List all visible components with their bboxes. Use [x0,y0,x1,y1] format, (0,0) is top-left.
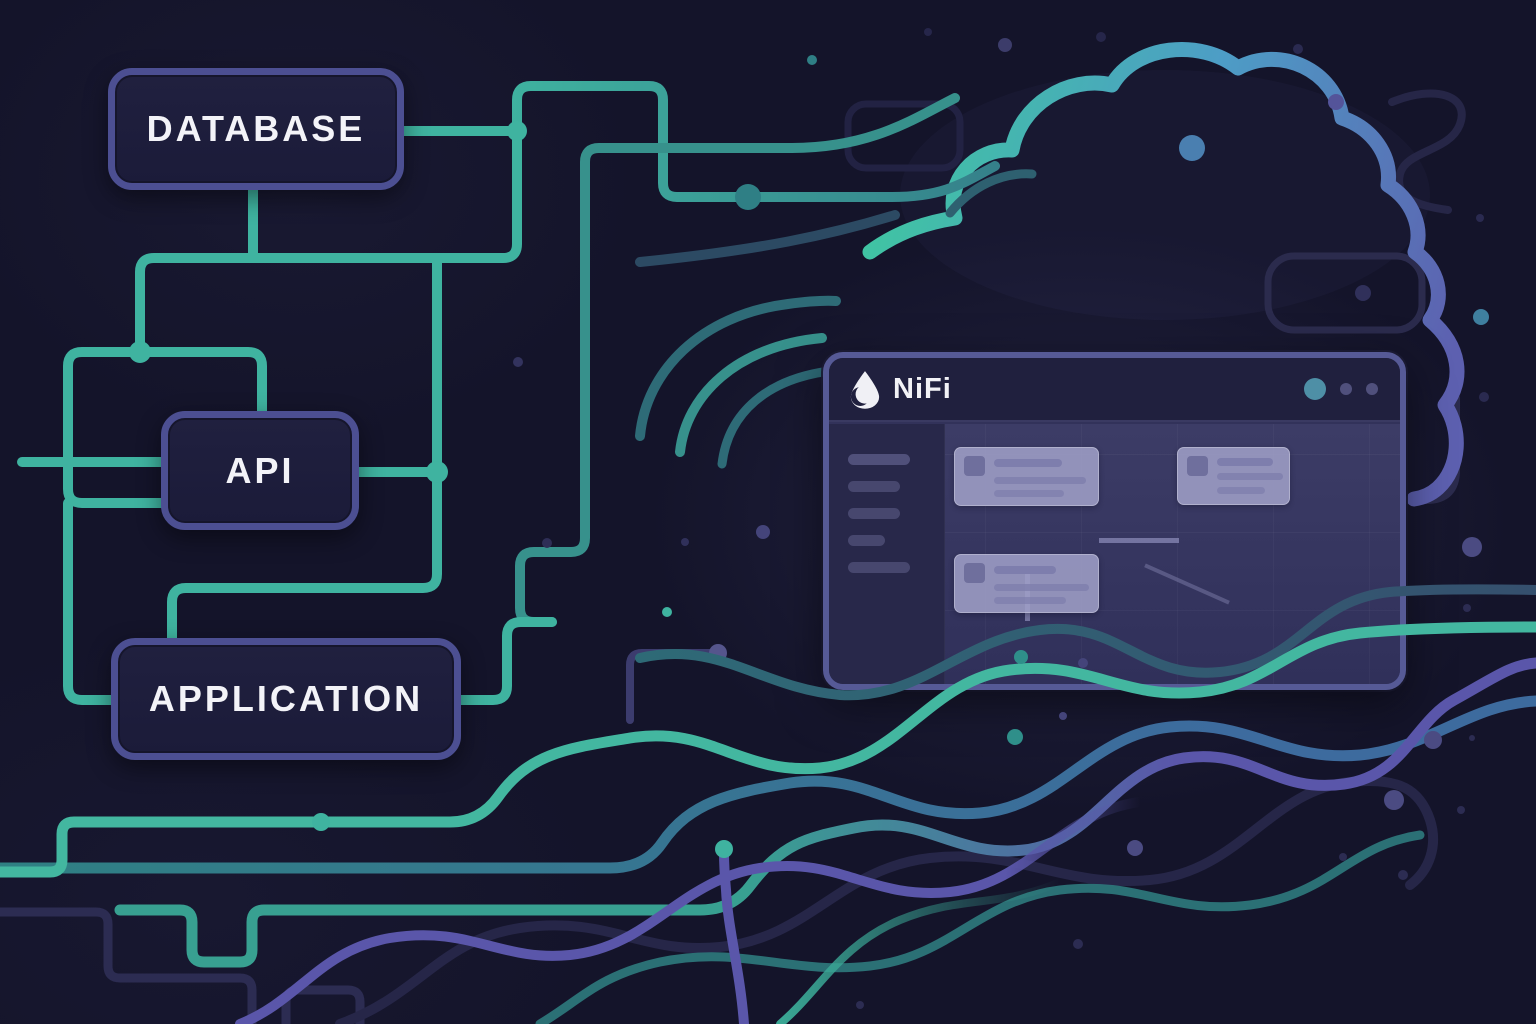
application-box: APPLICATION [111,638,461,760]
nifi-window-title: NiFi [893,372,952,405]
api-box-label: API [225,449,295,491]
processor-box [1177,447,1290,505]
sidebar-menu-bar [848,508,900,519]
processor-text-line [994,566,1056,574]
api-box: API [161,411,359,530]
processor-icon [964,563,985,583]
window-control-large-circle [1304,378,1326,400]
processor-text-line [994,597,1066,604]
water-drop-icon [850,371,880,409]
nifi-flow-canvas [945,424,1400,684]
sidebar-menu-bar [848,535,885,546]
sidebar-menu-bar [848,454,910,465]
sidebar-menu-bar [848,481,900,492]
processor-text-line [994,477,1086,484]
processor-text-line [1217,458,1273,466]
window-control-small-circle [1366,383,1378,395]
nifi-window-header: NiFi [829,358,1400,422]
nifi-window: NiFi [823,352,1406,690]
fan-arcs [635,295,843,469]
processor-text-line [1217,487,1265,494]
window-control-small-circle [1340,383,1352,395]
processor-text-line [1217,473,1283,480]
database-box: DATABASE [108,68,404,190]
processor-text-line [994,459,1062,467]
processor-icon [964,456,985,476]
processor-box [954,447,1099,506]
processor-box [954,554,1099,613]
cloud-interior-glow [900,70,1430,320]
window-controls [1304,378,1378,400]
sidebar-menu-bar [848,562,910,573]
cloud-outline [862,42,1465,507]
flow-connection [1144,563,1230,605]
nifi-sidebar [829,424,945,684]
processor-text-line [994,490,1064,497]
background-dots [129,28,1489,662]
flow-connection [1099,538,1179,543]
processor-icon [1187,456,1208,476]
application-box-label: APPLICATION [148,678,424,719]
database-box-label: DATABASE [146,108,366,149]
processor-text-line [994,584,1089,591]
cloud-inner-arc [945,169,1037,218]
